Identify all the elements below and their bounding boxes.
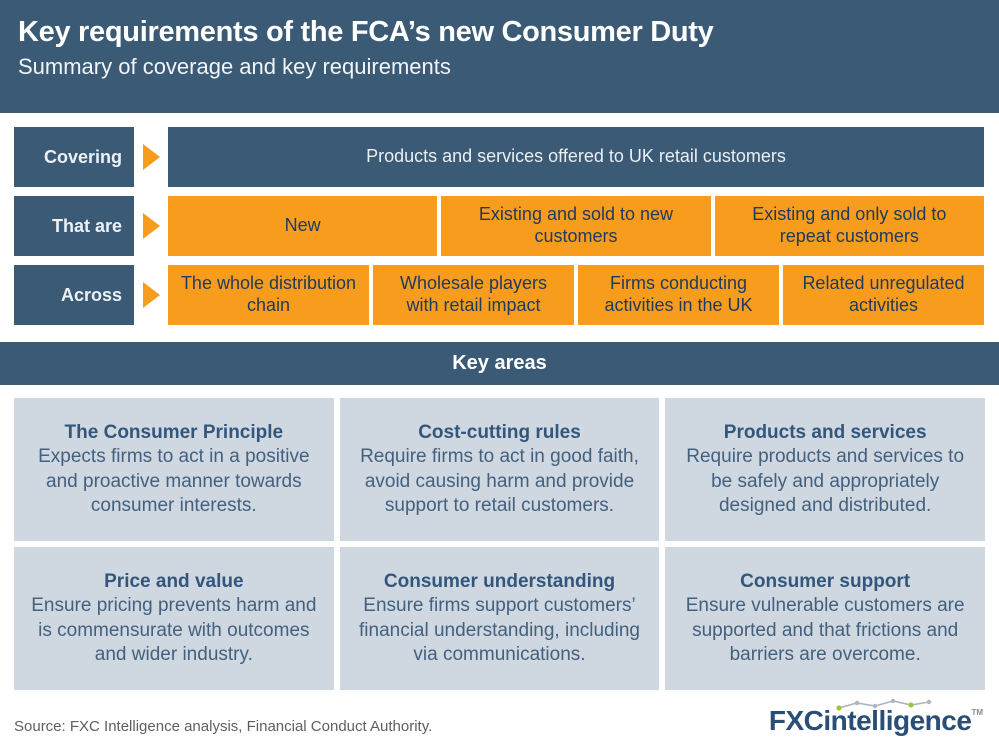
row-label-covering: Covering: [14, 127, 134, 187]
card-heading: Price and value: [104, 570, 244, 592]
fxc-intelligence-logo: FXCintelligenceTM: [769, 699, 983, 735]
coverage-box: Existing and only sold to repeat custome…: [714, 196, 984, 256]
logo-trademark: TM: [971, 708, 983, 717]
card-heading: Consumer understanding: [383, 570, 616, 592]
key-area-card: Products and services Require products a…: [665, 398, 985, 541]
logo-text-intelligence: intelligence: [823, 705, 972, 736]
key-area-card: The Consumer Principle Expects firms to …: [14, 398, 334, 541]
source-note: Source: FXC Intelligence analysis, Finan…: [14, 718, 433, 735]
coverage-box: New: [168, 196, 438, 256]
key-areas-cards: The Consumer Principle Expects firms to …: [14, 398, 985, 690]
right-arrow-icon: [142, 282, 160, 308]
arrow-cell: [134, 127, 168, 187]
right-arrow-icon: [142, 144, 160, 170]
key-area-card: Consumer support Ensure vulnerable custo…: [665, 547, 985, 690]
card-body: Require products and services to be safe…: [686, 446, 965, 517]
key-area-card: Price and value Ensure pricing prevents …: [14, 547, 334, 690]
key-areas-title: Key areas: [452, 352, 547, 374]
coverage-box: Firms conducting activities in the UK: [578, 265, 779, 325]
coverage-box: Wholesale players with retail impact: [373, 265, 574, 325]
coverage-box: Existing and sold to new customers: [441, 196, 711, 256]
card-heading: Products and services: [723, 421, 927, 443]
page-subtitle: Summary of coverage and key requirements: [18, 54, 451, 79]
row-label-across: Across: [14, 265, 134, 325]
footer: Source: FXC Intelligence analysis, Finan…: [14, 699, 983, 735]
coverage-box: Related unregulated activities: [783, 265, 984, 325]
sparkline-icon: [836, 699, 932, 711]
card-body: Ensure pricing prevents harm and is comm…: [31, 595, 317, 666]
card-heading: The Consumer Principle: [64, 421, 284, 443]
key-area-card: Cost-cutting rules Require firms to act …: [339, 398, 660, 541]
row-boxes: Products and services offered to UK reta…: [168, 127, 984, 187]
card-heading: Consumer support: [740, 570, 911, 592]
arrow-cell: [134, 265, 168, 325]
coverage-box: The whole distribution chain: [168, 265, 369, 325]
right-arrow-icon: [142, 213, 160, 239]
card-body: Ensure vulnerable customers are supporte…: [685, 595, 965, 666]
arrow-cell: [134, 196, 168, 256]
coverage-box: Products and services offered to UK reta…: [168, 127, 984, 187]
card-body: Require firms to act in good faith, avoi…: [360, 446, 639, 517]
logo-text-fxc: FXC: [768, 705, 824, 736]
key-area-card: Consumer understanding Ensure firms supp…: [339, 547, 660, 690]
row-label-that-are: That are: [14, 196, 134, 256]
page-title: Key requirements of the FCA’s new Consum…: [18, 16, 714, 48]
card-body: Ensure firms support customers’ financia…: [359, 595, 640, 666]
card-body: Expects firms to act in a positive and p…: [38, 446, 310, 517]
key-areas-bar: Key areas: [0, 342, 999, 385]
coverage-row: Covering Products and services offered t…: [14, 127, 984, 187]
card-heading: Cost-cutting rules: [418, 421, 581, 443]
coverage-rows: Covering Products and services offered t…: [14, 127, 984, 325]
header: Key requirements of the FCA’s new Consum…: [0, 0, 999, 113]
